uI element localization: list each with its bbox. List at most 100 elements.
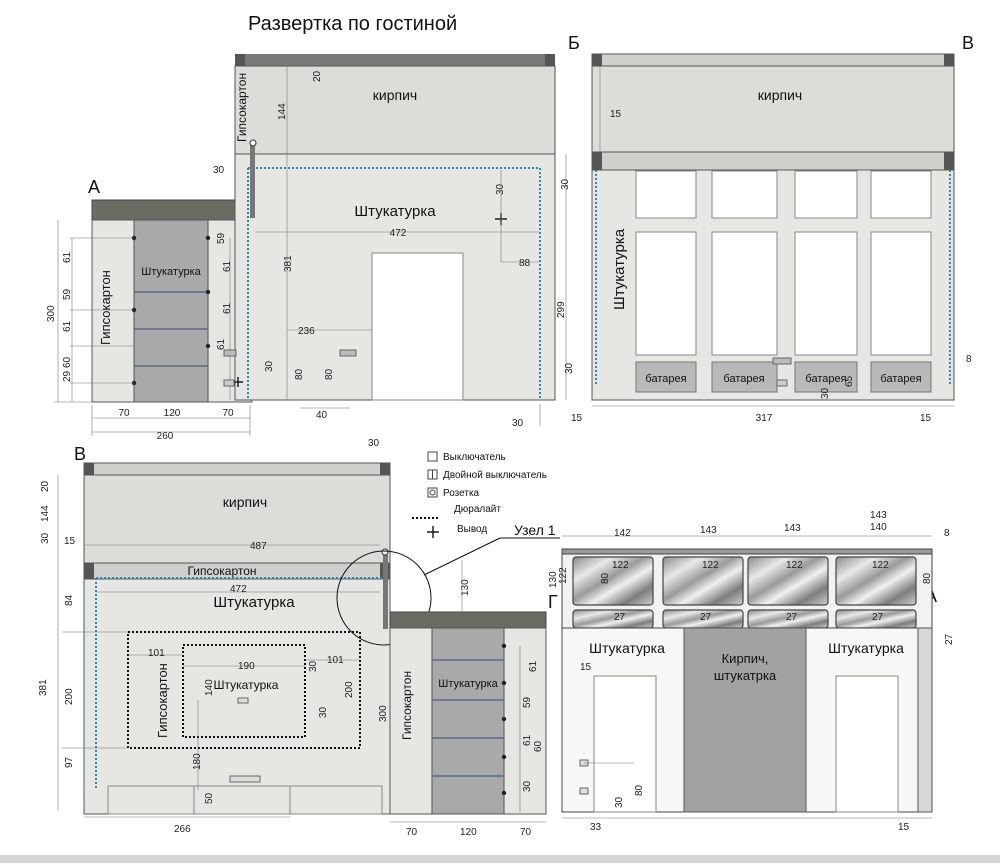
brick-wall-c	[83, 474, 391, 564]
drywall-box-inner	[182, 644, 306, 738]
legend: Выключатель Двойной выключатель Розетка …	[412, 451, 547, 538]
svg-text:27: 27	[614, 612, 626, 623]
svg-text:29: 29	[62, 370, 73, 382]
svg-text:30: 30	[564, 362, 575, 374]
svg-text:381: 381	[38, 679, 49, 696]
svg-text:143: 143	[700, 525, 717, 536]
svg-text:59: 59	[62, 288, 73, 300]
letter-a: А	[88, 177, 100, 197]
svg-text:84: 84	[64, 594, 75, 606]
svg-text:88: 88	[519, 258, 531, 269]
letter-g: Г	[548, 592, 558, 612]
svg-text:70: 70	[520, 827, 532, 838]
svg-text:15: 15	[64, 536, 76, 547]
svg-text:27: 27	[700, 612, 712, 623]
letter-b: Б	[568, 33, 580, 53]
svg-text:50: 50	[204, 792, 215, 804]
drywall-box-outer	[127, 631, 361, 749]
brick-wall-v	[591, 65, 955, 153]
svg-text:122: 122	[612, 560, 629, 571]
switch-icon	[427, 451, 438, 462]
column-a	[133, 219, 209, 403]
svg-text:140: 140	[204, 679, 215, 696]
plaster-label-b: Штукатурка	[354, 203, 436, 220]
svg-text:30: 30	[495, 183, 506, 195]
svg-text:Узел 1: Узел 1	[514, 522, 556, 538]
svg-text:59: 59	[522, 696, 533, 708]
svg-text:30: 30	[264, 360, 275, 372]
svg-text:200: 200	[344, 681, 355, 698]
svg-text:143: 143	[784, 523, 801, 534]
letter-v: В	[962, 33, 974, 53]
svg-text:батарея: батарея	[723, 373, 764, 385]
svg-text:30: 30	[512, 418, 524, 429]
svg-text:122: 122	[872, 560, 889, 571]
doorway-b	[371, 252, 464, 401]
svg-text:Двойной выключатель: Двойной выключатель	[443, 470, 547, 481]
svg-text:101: 101	[148, 648, 165, 659]
svg-text:Штукатурка: Штукатурка	[213, 594, 295, 611]
svg-text:61: 61	[222, 260, 233, 272]
svg-text:15: 15	[610, 109, 622, 120]
svg-text:30: 30	[820, 387, 831, 399]
svg-text:472: 472	[230, 584, 247, 595]
svg-text:Штукатурка: Штукатурка	[828, 640, 904, 656]
svg-text:40: 40	[316, 410, 328, 421]
svg-text:70: 70	[406, 827, 418, 838]
svg-text:120: 120	[164, 408, 181, 419]
svg-text:80: 80	[294, 368, 305, 380]
battery-4	[870, 361, 932, 393]
outlet-point-icon	[427, 526, 439, 538]
svg-text:33: 33	[590, 822, 602, 833]
svg-text:30: 30	[368, 438, 380, 449]
svg-text:487: 487	[250, 541, 267, 552]
battery-2	[711, 361, 778, 393]
svg-text:299: 299	[556, 301, 567, 318]
svg-text:30: 30	[308, 660, 319, 672]
svg-text:80: 80	[634, 784, 645, 796]
elevation-c-column: Штукатурка Гипсокартон 61 59 61 60 30 70…	[389, 611, 547, 838]
svg-text:122: 122	[786, 560, 803, 571]
svg-text:8: 8	[944, 528, 950, 539]
svg-text:кирпич: кирпич	[223, 494, 267, 510]
svg-text:80: 80	[600, 572, 611, 584]
drywall-top-label: Гипсокартон	[235, 73, 249, 142]
svg-text:61: 61	[522, 734, 533, 746]
svg-text:15: 15	[580, 662, 592, 673]
svg-text:30: 30	[560, 178, 571, 190]
svg-text:142: 142	[614, 528, 631, 539]
elevation-b: кирпич Гипсокартон Штукатурка 472 20 144…	[213, 33, 580, 429]
svg-text:80: 80	[324, 368, 335, 380]
svg-text:122: 122	[702, 560, 719, 571]
countertop-a	[91, 199, 253, 221]
elevation-v: В кирпич батарея батарея батарея батарея…	[560, 33, 974, 424]
elevation-g: Г А Штукатурка Штукатурка Кирпич, штукат…	[548, 510, 955, 833]
svg-text:60: 60	[533, 740, 544, 752]
svg-text:30: 30	[213, 165, 225, 176]
svg-text:27: 27	[786, 612, 798, 623]
svg-text:Гипсокартон: Гипсокартон	[155, 663, 170, 738]
svg-text:143: 143	[870, 510, 887, 521]
svg-text:Гипсокартон: Гипсокартон	[187, 564, 256, 578]
svg-text:144: 144	[40, 505, 51, 522]
svg-text:Кирпич,: Кирпич,	[722, 651, 769, 666]
svg-text:Гипсокартон: Гипсокартон	[400, 671, 414, 740]
svg-text:180: 180	[192, 753, 203, 770]
brick-wall-b	[234, 65, 556, 155]
led-strip-b	[248, 167, 541, 400]
svg-text:300: 300	[46, 305, 57, 322]
socket-icon	[427, 487, 438, 498]
battery-1	[635, 361, 697, 393]
plaster-vertical-label: Штукатурка	[611, 228, 628, 310]
svg-text:140: 140	[870, 522, 887, 533]
elevation-a: А Штукатурка Гипсокартон 70 120 70 260 3…	[46, 177, 253, 442]
svg-text:20: 20	[312, 70, 323, 82]
svg-text:97: 97	[64, 756, 75, 768]
window-grid	[635, 170, 932, 356]
svg-text:61: 61	[62, 320, 73, 332]
svg-text:122: 122	[558, 567, 569, 584]
svg-text:300: 300	[378, 705, 389, 722]
plaster-wall-c	[83, 578, 391, 815]
svg-text:15: 15	[920, 413, 932, 424]
